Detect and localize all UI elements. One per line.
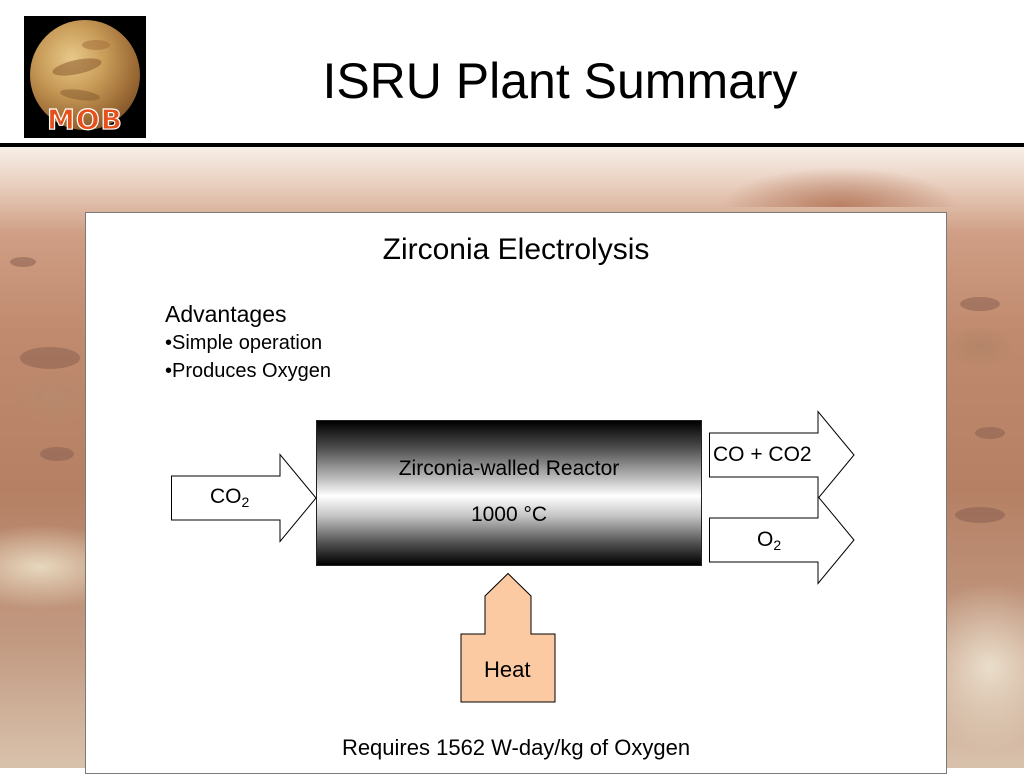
slide-header: MOB ISRU Plant Summary bbox=[0, 0, 1024, 147]
co-output-arrow: CO + CO2 bbox=[709, 410, 855, 500]
right-arrow-icon bbox=[709, 410, 855, 500]
co2-input-arrow: CO2 bbox=[171, 453, 317, 543]
panel-title: Zirconia Electrolysis bbox=[382, 233, 650, 266]
right-arrow-icon bbox=[171, 453, 317, 543]
heat-label: Heat bbox=[484, 657, 531, 682]
reactor-box: Zirconia-walled Reactor 1000 °C bbox=[316, 420, 702, 566]
heat-input-arrow: Heat bbox=[460, 572, 556, 703]
reactor-temperature: 1000 °C bbox=[470, 503, 548, 526]
advantage-item: •Simple operation bbox=[165, 332, 323, 354]
output-label: O2 bbox=[757, 528, 782, 553]
header-divider bbox=[0, 143, 1024, 147]
up-arrow-icon bbox=[460, 572, 556, 703]
output-label: CO + CO2 bbox=[713, 443, 812, 466]
input-label: CO2 bbox=[210, 485, 250, 510]
logo-text: MOB bbox=[46, 102, 123, 136]
advantage-item: •Produces Oxygen bbox=[165, 360, 331, 382]
power-requirement-note: Requires 1562 W-day/kg of Oxygen bbox=[341, 735, 691, 760]
o2-output-arrow: O2 bbox=[709, 495, 855, 585]
reactor-name: Zirconia-walled Reactor bbox=[398, 457, 620, 480]
mob-logo: MOB bbox=[24, 16, 146, 138]
advantages-heading: Advantages bbox=[165, 301, 287, 327]
slide-title: ISRU Plant Summary bbox=[322, 53, 798, 109]
mars-planet-icon bbox=[30, 20, 140, 130]
right-arrow-icon bbox=[709, 495, 855, 585]
electrolysis-panel: Zirconia Electrolysis Advantages •Simple… bbox=[85, 212, 947, 774]
